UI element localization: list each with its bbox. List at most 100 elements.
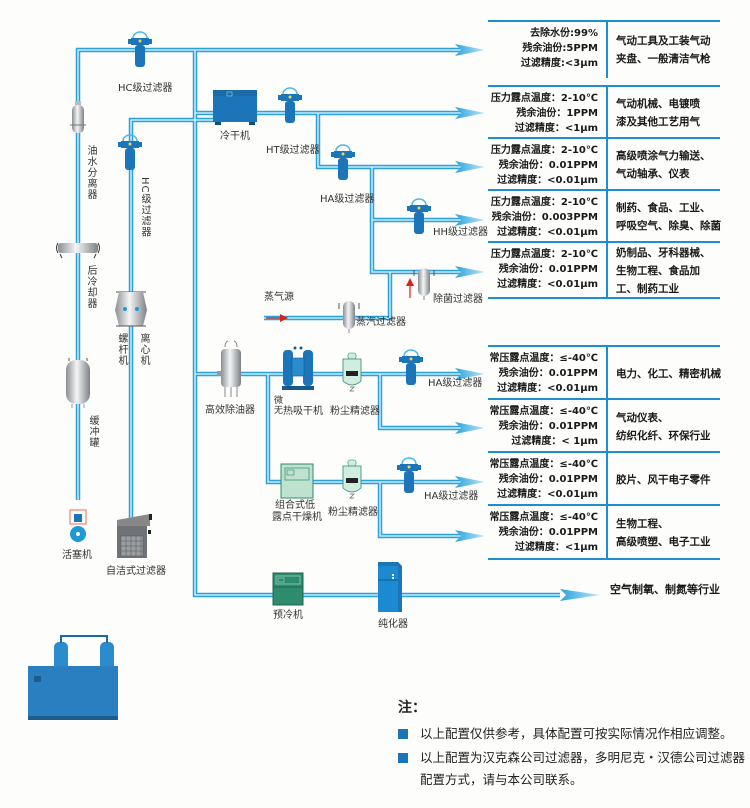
flow-arrow-icon [455, 161, 485, 173]
sterilizing-filter-label: 除菌过滤器 [433, 294, 483, 305]
heatless-dryer-prefix-label: 微无 [272, 395, 282, 415]
application-line: 制药、食品、工业、 [616, 202, 711, 214]
spec-line: 过滤精度：<0.01μm [497, 489, 598, 500]
steam-direction-arrow-icon [266, 314, 288, 322]
spec-values: 常压露点温度：≤-40℃ 残余油份：0.01PPM 过滤精度：<0.01μm [488, 453, 604, 506]
application-cell: 气动仪表、纺织化纤、环保行业 [606, 400, 730, 453]
spec-line: 压力露点温度：2-10℃ [490, 93, 598, 104]
application-line: 电力、化工、精密机械 [616, 367, 721, 380]
hc-filter-top-icon [128, 31, 152, 67]
spec-line: 残余油份：0.01PPM [498, 160, 598, 171]
application-cell: 奶制品、牙科器械、生物工程、食品加工、制药工业 [606, 243, 730, 299]
spec-values: 常压露点温度：≤-40℃ 残余油份：0.01PPM 过滤精度：<1μm [488, 506, 604, 560]
piston-compressor-icon [69, 509, 87, 542]
pipe-segment-inner [379, 374, 470, 429]
hc-filter-vertical-icon [118, 134, 142, 170]
square-bullet-icon [398, 729, 408, 739]
spec-line: 过滤精度：<0.01μm [497, 227, 598, 238]
application-line: 呼吸空气、除臭、除菌 [616, 220, 721, 232]
spec-line: 常压露点温度：≤-40℃ [489, 459, 598, 470]
output-arrows [455, 44, 600, 601]
application-line: 气动工具及工装气动 [616, 35, 711, 47]
flow-arrow-icon [455, 476, 485, 488]
spec-row: 常压露点温度：≤-40℃ 残余油份：0.01PPM 过滤精度：<0.01μm 胶片、风… [488, 451, 720, 506]
pipe-segment-inner [371, 220, 470, 273]
table-divider [488, 558, 720, 560]
dust-filter-2-icon [342, 459, 362, 499]
precooler-icon [272, 572, 304, 606]
application-cell: 制药、食品、工业、呼吸空气、除臭、除菌 [606, 191, 730, 243]
ha-filter-2-icon [399, 349, 423, 385]
application-line: 高级喷塑、电子工业 [616, 536, 711, 548]
pipe-segment-inner [267, 374, 470, 483]
final-application-label: 空气制氧、制氮等行业 [610, 583, 720, 596]
ha-filter-3-icon [397, 457, 421, 493]
heatless-dryer-icon [282, 346, 314, 390]
centrifugal-compressor-label: 离心机 [138, 333, 149, 366]
pipe-segment-inner [130, 119, 195, 540]
pipe-segment-inner [264, 272, 391, 319]
high-efficiency-oil-remover-icon [217, 340, 241, 397]
precooler-label: 预冷机 [273, 610, 303, 621]
combined-dryer-icon [280, 463, 314, 499]
flow-arrow-icon [455, 530, 485, 542]
flow-arrow-icon [455, 214, 485, 226]
square-bullet-icon [398, 753, 408, 763]
spec-line: 过滤精度：<1μm [514, 542, 598, 553]
spec-line: 残余油份：0.01PPM [498, 527, 598, 538]
purifier-icon [378, 562, 402, 612]
oil-water-separator-icon [70, 101, 86, 133]
application-cell: 气动机械、电镀喷漆及其他工艺用气 [606, 87, 730, 139]
spec-line: 常压露点温度：≤-40℃ [489, 512, 598, 523]
application-line: 胶片、风干电子零件 [616, 473, 711, 486]
flow-arrow-icon [455, 368, 485, 380]
notes-title: 注： [398, 700, 426, 716]
spec-line: 残余油份：0.003PPM [491, 212, 598, 223]
oil-water-separator-label: 油水分离器 [85, 145, 96, 200]
screw-centrifugal-compressor-icon [115, 291, 147, 327]
flow-arrow-icon [455, 266, 485, 278]
steam-filter-icon [338, 301, 360, 333]
dust-filter-1-label: 粉尘精滤器 [330, 406, 380, 417]
pipe-segment [75, 47, 470, 500]
application-line: 奶制品、牙科器械、 [616, 247, 711, 259]
ha-filter-1-label: HA级过滤器 [320, 194, 375, 205]
aftercooler-icon [56, 242, 100, 259]
pipe-segment-inner [379, 482, 470, 537]
spec-line: 常压露点温度：≤-40℃ [489, 353, 598, 364]
ht-filter-label: HT级过滤器 [266, 145, 320, 156]
note-text: 以上配置为汉克森公司过滤器，多明尼克・汉德公司过滤器配置方式，请与本公司联系。 [420, 750, 746, 787]
heatless-dryer-label: 热吸干机 [283, 406, 323, 417]
pipes-inner [77, 49, 560, 596]
spec-line: 残余油份：0.01PPM [498, 264, 598, 275]
spec-line: 过滤精度：<1μm [514, 123, 598, 134]
steam-source-label: 蒸气源 [264, 292, 294, 303]
purifier-label: 纯化器 [378, 619, 408, 630]
self-cleaning-filter-label: 自洁式过滤器 [106, 566, 166, 577]
spec-line: 残余油份：1PPM [516, 108, 598, 119]
spec-line: 残余油份：0.01PPM [498, 474, 598, 485]
dust-filter-2-label: 粉尘精滤器 [328, 507, 378, 518]
application-cell: 生物工程、高级喷塑、电子工业 [606, 506, 730, 560]
application-cell: 胶片、风干电子零件 [606, 453, 730, 506]
notes-section: 注： 以上配置仅供参考，具体配置可按实际情况作相应调整。 以上配置为汉克森公司过… [398, 697, 748, 793]
spec-line: 残余油份:5PPM [522, 43, 598, 54]
screw-compressor-label: 螺杆机 [116, 333, 127, 366]
spec-line: 常压露点温度：≤-40℃ [489, 406, 598, 417]
hc-filter-top-label: HC级过滤器 [118, 83, 173, 94]
spec-line: 过滤精度：<0.01μm [497, 279, 598, 290]
spec-line: 过滤精度:<3μm [520, 58, 598, 69]
